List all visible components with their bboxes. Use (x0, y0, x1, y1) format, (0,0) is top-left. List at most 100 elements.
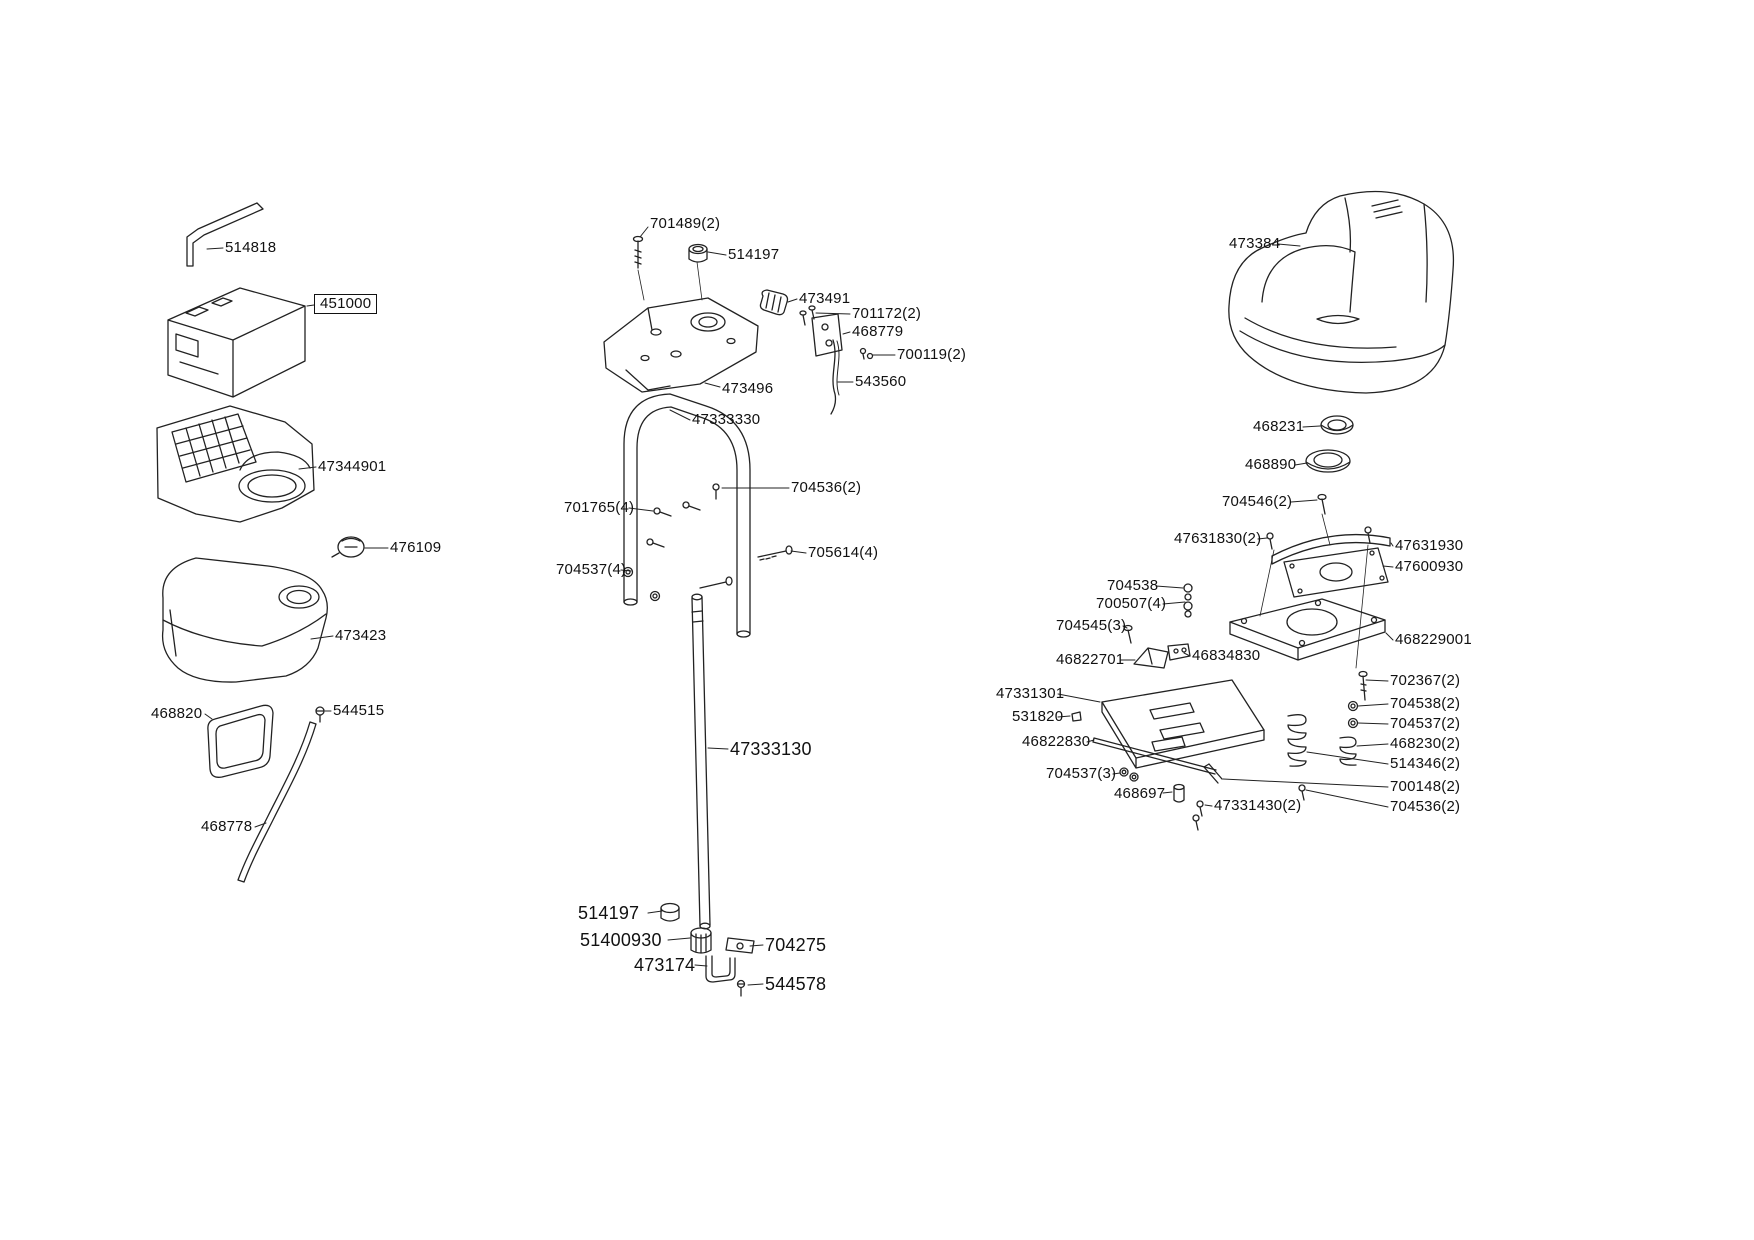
fuel-tank-473423-drawing (161, 557, 328, 683)
part-label-704546: 704546(2) (1222, 493, 1293, 510)
swivel-plate-47600930-drawing (1283, 547, 1389, 598)
seat-473384-drawing (1228, 190, 1455, 394)
part-label-468697: 468697 (1114, 785, 1166, 802)
gasket-468820-drawing (207, 704, 274, 778)
screw-704536-mid-drawing (712, 483, 720, 500)
steering-shaft-47333130-drawing (691, 593, 711, 930)
clamp-473174-drawing (705, 955, 736, 983)
screw-704546-drawing (1317, 493, 1327, 515)
nut-704537-2-drawing (1347, 717, 1359, 729)
part-label-46834830: 46834830 (1192, 647, 1261, 664)
part-label-473174: 473174 (634, 955, 696, 975)
clip-531820-drawing (1071, 711, 1082, 722)
axis-lines-right (1259, 513, 1369, 669)
part-label-704538-2: 704538(2) (1390, 695, 1461, 712)
part-label-468231: 468231 (1253, 418, 1305, 435)
screws-705614-drawing (699, 545, 793, 589)
cap-468231-drawing (1320, 415, 1354, 435)
part-label-47331301: 47331301 (996, 685, 1065, 702)
rod-543560-drawing (830, 339, 840, 415)
part-label-543560: 543560 (855, 373, 907, 390)
part-label-46822830: 46822830 (1022, 733, 1091, 750)
part-label-473423: 473423 (335, 627, 387, 644)
part-label-531820: 531820 (1012, 708, 1064, 725)
mount-plate-473496-drawing (603, 297, 759, 393)
part-label-705614: 705614(4) (808, 544, 879, 561)
bracket-46834830-drawing (1167, 643, 1191, 661)
nuts-704537-4-drawing (622, 566, 661, 602)
part-label-47631930: 47631930 (1395, 537, 1464, 554)
cap-476109-drawing (331, 536, 365, 558)
part-label-704537-2: 704537(2) (1390, 715, 1461, 732)
handlebar-47333330-drawing (623, 393, 751, 638)
washer-704538-2-drawing (1347, 700, 1359, 712)
screw-544515-drawing (315, 706, 325, 723)
coupler-51400930-drawing (690, 927, 712, 954)
part-label-47333330: 47333330 (692, 411, 761, 428)
screw-544578-drawing (736, 979, 746, 997)
bracket-704275-drawing (725, 937, 755, 954)
part-label-704537-4: 704537(4) (556, 561, 627, 578)
base-plate-47331301-drawing (1101, 679, 1265, 769)
battery-451000-drawing (167, 287, 306, 398)
part-label-451000-highlighted: 451000 (314, 294, 378, 314)
part-label-468890: 468890 (1245, 456, 1297, 473)
part-label-704275: 704275 (765, 935, 827, 955)
bushing-514197-bottom-drawing (660, 902, 680, 922)
part-label-704545: 704545(3) (1056, 617, 1127, 634)
battery-tray-47344901-drawing (156, 405, 315, 523)
part-label-704536-right: 704536(2) (1390, 798, 1461, 815)
part-label-46822701: 46822701 (1056, 651, 1125, 668)
screws-701765-drawing (646, 501, 701, 548)
part-label-700148: 700148(2) (1390, 778, 1461, 795)
part-label-473384: 473384 (1229, 235, 1281, 252)
spring-514346-drawing (1287, 714, 1307, 767)
strap-bracket-514818-drawing (186, 202, 264, 267)
bracket-46822701-drawing (1133, 647, 1169, 669)
hose-468778-drawing (237, 721, 317, 883)
part-label-51400930: 51400930 (580, 930, 662, 950)
part-label-468230: 468230(2) (1390, 735, 1461, 752)
leader-lines (204, 226, 1394, 986)
part-label-468229001: 468229001 (1395, 631, 1472, 648)
part-label-544578: 544578 (765, 974, 827, 994)
screw-704545-drawing (1123, 624, 1133, 644)
part-label-700119: 700119(2) (897, 346, 967, 363)
part-label-514197-top: 514197 (728, 246, 780, 263)
bushing-514197-top-drawing (688, 243, 708, 263)
pin-700148-drawing (1203, 763, 1223, 784)
part-label-47331430: 47331430(2) (1214, 797, 1302, 814)
part-label-704537-3: 704537(3) (1046, 765, 1117, 782)
part-label-47600930: 47600930 (1395, 558, 1464, 575)
part-label-468778: 468778 (201, 818, 253, 835)
part-label-47344901: 47344901 (318, 458, 387, 475)
nuts-704537-3-drawing (1119, 767, 1139, 782)
part-label-47333130: 47333130 (730, 739, 812, 759)
part-label-701765: 701765(4) (564, 499, 635, 516)
part-label-700507: 700507(4) (1096, 595, 1167, 612)
cap-473491-drawing (759, 289, 789, 316)
screw-701489-drawing (632, 235, 644, 269)
screws-700119-drawing (859, 347, 874, 360)
pin-468697-drawing (1173, 783, 1185, 803)
part-label-702367: 702367(2) (1390, 672, 1461, 689)
washer-stack-704538-700507-drawing (1183, 583, 1193, 618)
part-label-704538: 704538 (1107, 577, 1159, 594)
part-label-514818: 514818 (225, 239, 277, 256)
part-label-704536-mid: 704536(2) (791, 479, 862, 496)
part-label-476109: 476109 (390, 539, 442, 556)
part-label-701489: 701489(2) (650, 215, 721, 232)
axis-lines-middle (637, 261, 703, 301)
bracket-468779-drawing (799, 305, 843, 357)
part-label-544515: 544515 (333, 702, 385, 719)
part-label-47631830: 47631830(2) (1174, 530, 1262, 547)
part-label-473491: 473491 (799, 290, 851, 307)
part-label-514197-bottom: 514197 (578, 903, 640, 923)
part-label-701172: 701172(2) (852, 305, 922, 322)
bolt-702367-drawing (1358, 670, 1368, 701)
part-label-468820: 468820 (151, 705, 203, 722)
screw-704536-right-drawing (1298, 784, 1306, 801)
strap-47631930-drawing (1271, 533, 1391, 565)
